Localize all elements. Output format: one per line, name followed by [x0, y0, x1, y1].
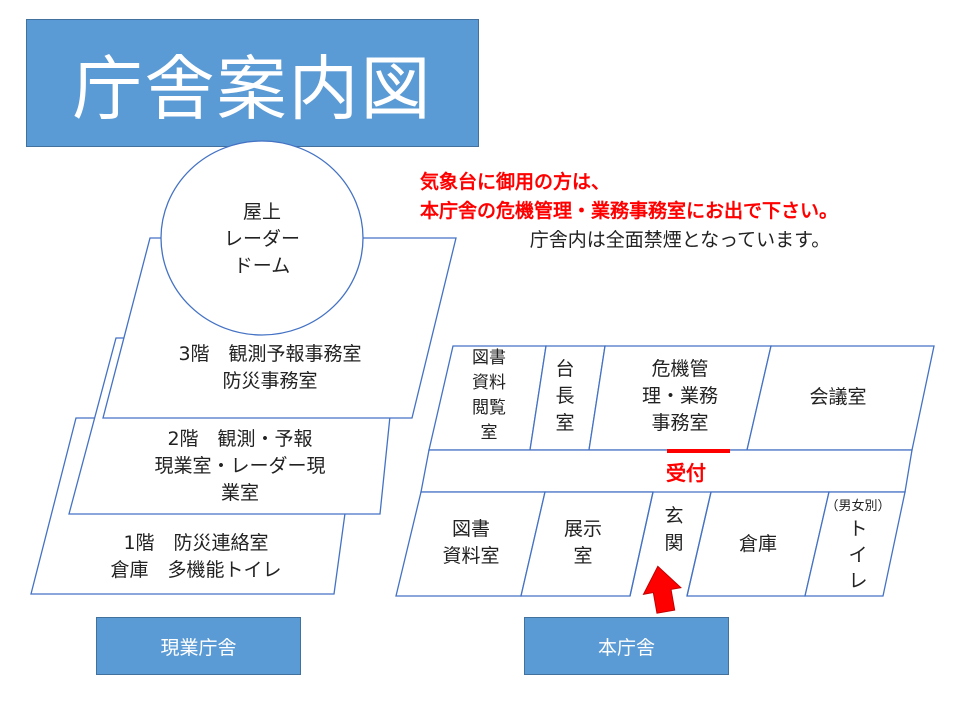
- room-director-line-3: 室: [555, 412, 575, 434]
- entrance-arrow-icon: [642, 565, 682, 614]
- genbyo-building-button[interactable]: 現業庁舎: [96, 617, 301, 675]
- room-exhibition-line-2: 室: [573, 545, 593, 567]
- floor-2-line-3: 業室: [220, 482, 259, 504]
- room-toilet-note: （男女別）: [825, 499, 891, 514]
- room-director-line-1: 台: [555, 358, 575, 380]
- room-library-reading-line-2: 資料: [472, 373, 506, 393]
- room-exhibition-label: 展示 室: [548, 516, 618, 570]
- floor-3-label: 3階 観測予報事務室 防災事務室: [150, 341, 390, 395]
- room-library-reading-line-4: 室: [480, 423, 498, 443]
- roof-label-line-1: 屋上: [242, 201, 281, 223]
- room-storage-text: 倉庫: [738, 533, 777, 555]
- room-crisis-line-1: 危機管: [651, 358, 709, 380]
- room-toilet-line-2: イ: [848, 544, 868, 566]
- honcho-building-button-label: 本庁舎: [597, 636, 655, 659]
- entrance-line-1: 玄: [664, 505, 684, 527]
- floor-1-line-1: 1階 防災連絡室: [123, 532, 269, 554]
- notice: 気象台に御用の方は、 本庁舎の危機管理・業務事務室にお出で下さい。 庁舎内は全面…: [420, 168, 940, 255]
- room-toilet-line-3: レ: [848, 570, 868, 592]
- reception-label: 受付: [666, 461, 706, 485]
- notice-line-2: 本庁舎の危機管理・業務事務室にお出で下さい。: [420, 200, 839, 222]
- floor-2-line-1: 2階 観測・予報: [167, 428, 313, 450]
- floor-3-line-1: 3階 観測予報事務室: [178, 343, 362, 365]
- floor-2-line-2: 現業室・レーダー現: [154, 455, 326, 477]
- room-conference-text: 会議室: [809, 386, 867, 408]
- entrance-label: 玄 関: [654, 503, 694, 557]
- floor-2-label: 2階 観測・予報 現業室・レーダー現 業室: [120, 426, 360, 507]
- genbyo-building-button-label: 現業庁舎: [160, 636, 237, 659]
- floor-1-label: 1階 防災連絡室 倉庫 多機能トイレ: [76, 530, 316, 584]
- page-title: 庁舎案内図: [72, 47, 433, 130]
- room-director-line-2: 長: [555, 385, 575, 407]
- room-library-line-1: 図書: [451, 518, 490, 540]
- honcho-building-button[interactable]: 本庁舎: [524, 617, 729, 675]
- room-toilet-shape: [804, 491, 906, 597]
- room-library-reading-line-1: 図書: [472, 348, 506, 368]
- room-toilet-label: （男女別） ト イ レ: [818, 498, 898, 594]
- notice-line-1: 気象台に御用の方は、: [420, 171, 611, 193]
- floor-1-line-2: 倉庫 多機能トイレ: [110, 559, 282, 581]
- entrance-right-wall: [686, 491, 712, 597]
- room-conference-label: 会議室: [788, 384, 888, 411]
- room-director-label: 台 長 室: [543, 356, 587, 437]
- page-title-box: 庁舎案内図: [26, 19, 479, 147]
- room-crisis-label: 危機管 理・業務 事務室: [620, 356, 740, 437]
- entrance-left-wall: [629, 491, 654, 597]
- floor-3-line-2: 防災事務室: [222, 370, 318, 392]
- room-crisis-line-3: 事務室: [651, 412, 709, 434]
- room-toilet-line-1: ト: [848, 518, 868, 540]
- notice-line-3: 庁舎内は全面禁煙となっています。: [529, 229, 831, 251]
- room-exhibition-line-1: 展示: [563, 518, 602, 540]
- roof-label-line-3: ドーム: [233, 255, 291, 277]
- room-crisis-line-2: 理・業務: [641, 385, 718, 407]
- room-library-line-2: 資料室: [442, 545, 500, 567]
- radar-dome-shape: [160, 140, 364, 336]
- roof-label-line-2: レーダー: [223, 228, 300, 250]
- room-library-reading-line-3: 閲覧: [472, 398, 506, 418]
- roof-label: 屋上 レーダー ドーム: [212, 199, 312, 280]
- room-storage-label: 倉庫: [718, 531, 798, 558]
- entrance-line-2: 関: [664, 532, 684, 554]
- room-library-reading-label: 図書 資料 閲覧 室: [459, 346, 519, 446]
- room-library-label: 図書 資料室: [421, 516, 521, 570]
